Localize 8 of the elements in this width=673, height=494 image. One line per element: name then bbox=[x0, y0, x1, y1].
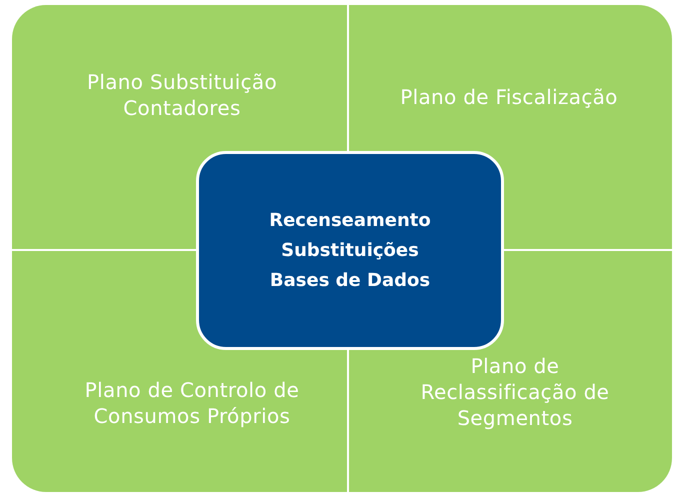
panel-text: Plano Substituição Contadores bbox=[86, 69, 278, 121]
panel-text: Plano de Reclassificação de Segmentos bbox=[420, 353, 610, 431]
center-text: Recenseamento bbox=[269, 208, 431, 232]
center-text: Bases de Dados bbox=[270, 268, 430, 292]
panel-text: Plano de Fiscalização bbox=[399, 84, 619, 110]
panel-text: Plano de Controlo de Consumos Próprios bbox=[84, 377, 300, 429]
center-overlay bbox=[196, 151, 504, 350]
center-text: Substituições bbox=[281, 238, 419, 262]
